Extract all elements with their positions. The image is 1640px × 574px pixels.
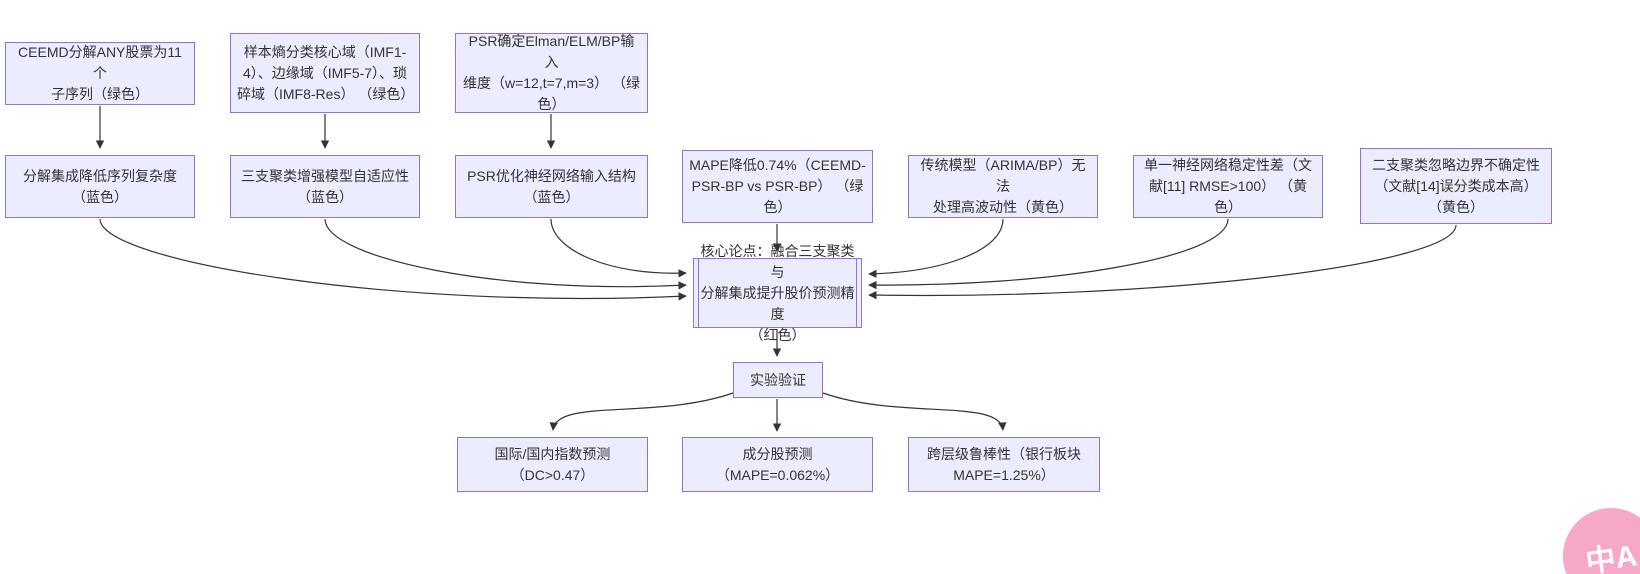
edge-twoway-to-core (868, 224, 1457, 300)
edge-singlenn-to-core (868, 218, 1229, 290)
node-experiment-label: 实验验证 (750, 371, 806, 388)
node-decomp-complexity: 分解集成降低序列复杂度 （蓝色） (5, 155, 195, 218)
node-cross-level-label: 跨层级鲁棒性（银行板块 MAPE=1.25%） (927, 445, 1081, 483)
node-single-nn-unstable: 单一神经网络稳定性差（文 献[11] RMSE>100） （黄色） (1133, 155, 1323, 218)
node-core-thesis: 核心论点：融合三支聚类与 分解集成提升股价预测精度 （红色） (693, 243, 862, 343)
node-psr-input-label: PSR确定Elman/ELM/BP输入 维度（w=12,t=7,m=3） （绿 … (462, 33, 640, 112)
node-traditional-limits-label: 传统模型（ARIMA/BP）无法 处理高波动性（黄色） (920, 157, 1086, 215)
node-psr-structure-label: PSR优化神经网络输入结构 （蓝色） (467, 167, 636, 205)
edge-psrstructure-to-core (550, 218, 687, 278)
node-cross-level: 跨层级鲁棒性（银行板块 MAPE=1.25%） (908, 437, 1100, 492)
node-mape-improve: MAPE降低0.74%（CEEMD- PSR-BP vs PSR-BP） （绿 … (682, 150, 873, 223)
node-three-way-adapt: 三支聚类增强模型自适应性 （蓝色） (230, 155, 420, 218)
node-two-way-limits-label: 二支聚类忽略边界不确定性 （文献[14]误分类成本高） （黄色） (1372, 156, 1540, 215)
edge-decomp-to-core (99, 218, 687, 301)
translate-badge-label: 中A (1583, 539, 1640, 574)
node-mape-improve-label: MAPE降低0.74%（CEEMD- PSR-BP vs PSR-BP） （绿 … (689, 157, 866, 215)
node-index-pred: 国际/国内指数预测 （DC>0.47） (457, 437, 648, 492)
node-traditional-limits: 传统模型（ARIMA/BP）无法 处理高波动性（黄色） (908, 155, 1098, 218)
node-index-pred-label: 国际/国内指数预测 （DC>0.47） (494, 445, 611, 483)
node-sample-entropy: 样本熵分类核心域（IMF1- 4）、边缘域（IMF5-7）、琐 碎域（IMF8-… (230, 33, 420, 113)
node-constituent-pred-label: 成分股预测 （MAPE=0.062%） (715, 445, 840, 483)
node-three-way-adapt-label: 三支聚类增强模型自适应性 （蓝色） (241, 167, 409, 205)
node-two-way-limits: 二支聚类忽略边界不确定性 （文献[14]误分类成本高） （黄色） (1360, 148, 1552, 224)
node-experiment: 实验验证 (733, 362, 823, 398)
node-psr-input: PSR确定Elman/ELM/BP输入 维度（w=12,t=7,m=3） （绿 … (455, 33, 648, 113)
node-constituent-pred: 成分股预测 （MAPE=0.062%） (682, 437, 873, 492)
node-decomp-complexity-label: 分解集成降低序列复杂度 （蓝色） (23, 167, 177, 205)
node-ceemd-label: CEEMD分解ANY股票为11个 子序列（绿色） (18, 44, 182, 102)
node-sample-entropy-label: 样本熵分类核心域（IMF1- 4）、边缘域（IMF5-7）、琐 碎域（IMF8-… (237, 43, 415, 102)
node-psr-structure: PSR优化神经网络输入结构 （蓝色） (455, 155, 648, 218)
edge-experiment-to-crosslevel (822, 392, 1007, 431)
edge-threeway-to-core (324, 218, 687, 290)
node-ceemd: CEEMD分解ANY股票为11个 子序列（绿色） (5, 42, 195, 105)
node-core-thesis-label: 核心论点：融合三支聚类与 分解集成提升股价预测精度 （红色） (700, 242, 855, 343)
edge-traditional-to-core (868, 218, 1004, 278)
edge-experiment-to-index (549, 392, 734, 431)
node-single-nn-unstable-label: 单一神经网络稳定性差（文 献[11] RMSE>100） （黄色） (1144, 157, 1312, 215)
